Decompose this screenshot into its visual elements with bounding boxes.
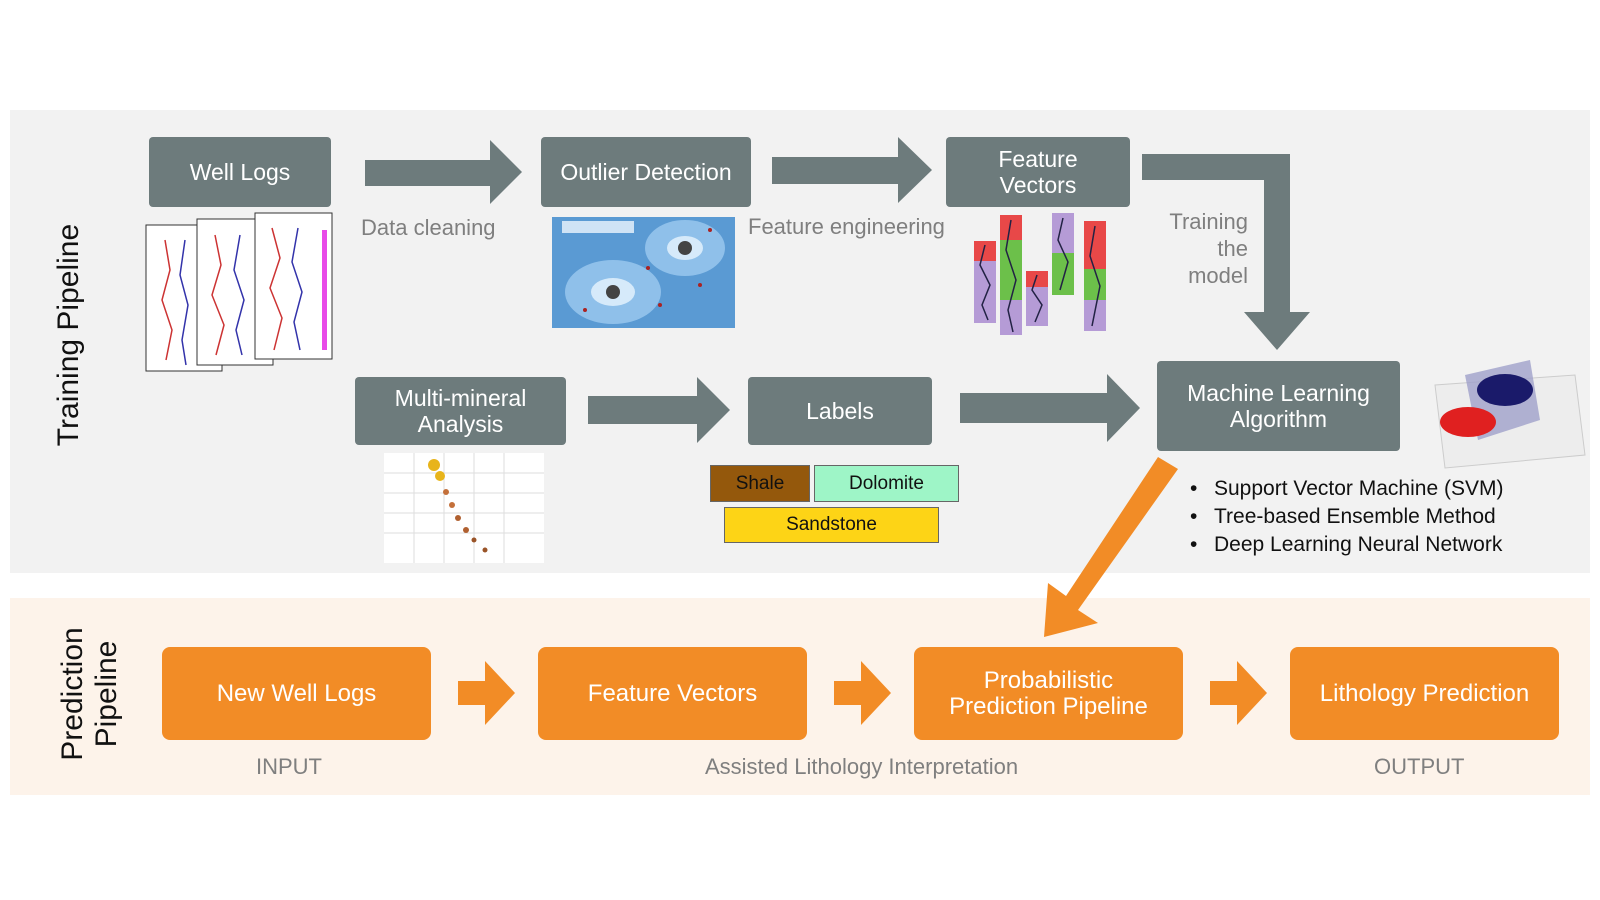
new-well-logs-label: New Well Logs <box>216 679 377 707</box>
prediction-feature-vectors-box: Feature Vectors <box>538 647 807 740</box>
output-caption: OUTPUT <box>1374 754 1465 779</box>
arrow-training-model <box>1142 154 1310 350</box>
outlier-detection-box: Outlier Detection <box>541 137 751 207</box>
probabilistic-pipeline-box: Probabilistic Prediction Pipeline <box>914 647 1183 740</box>
well-logs-label: Well Logs <box>189 159 291 185</box>
multi-mineral-thumbnail <box>384 453 544 563</box>
training-model-line1: Training <box>1169 209 1248 234</box>
labels-box: Labels <box>748 377 932 445</box>
training-model-line3: model <box>1188 263 1248 288</box>
probabilistic-line1: Probabilistic <box>983 666 1114 694</box>
svm-3d-thumbnail <box>1434 360 1586 469</box>
sandstone-label: Sandstone <box>724 507 939 543</box>
algorithm-item: Support Vector Machine (SVM) <box>1188 475 1503 503</box>
training-model-line2: the <box>1217 236 1248 261</box>
ml-algorithm-line1: Machine Learning <box>1187 380 1370 406</box>
new-well-logs-box: New Well Logs <box>162 647 431 740</box>
ml-algorithm-line2: Algorithm <box>1229 406 1328 432</box>
arrow-labels-to-ml <box>960 374 1140 442</box>
feature-vectors-box: Feature Vectors <box>946 137 1130 207</box>
multi-mineral-line1: Multi-mineral <box>394 385 527 411</box>
data-cleaning-caption: Data cleaning <box>361 215 496 240</box>
algorithm-item: Deep Learning Neural Network <box>1188 531 1503 559</box>
feature-vectors-thumbnail <box>974 213 1106 335</box>
arrow-prediction-3 <box>1210 661 1267 725</box>
arrow-data-cleaning <box>365 140 522 204</box>
probabilistic-line2: Prediction Pipeline <box>949 692 1148 720</box>
feature-vectors-line2: Vectors <box>999 172 1077 198</box>
training-model-caption: Training the model <box>1140 208 1248 289</box>
multi-mineral-line2: Analysis <box>417 411 504 437</box>
feature-vectors-line1: Feature <box>998 146 1078 172</box>
arrow-prediction-1 <box>458 661 515 725</box>
assisted-caption: Assisted Lithology Interpretation <box>705 754 1019 779</box>
outlier-detection-thumbnail <box>552 217 735 328</box>
feature-engineering-caption: Feature engineering <box>748 214 945 239</box>
dolomite-label: Dolomite <box>814 465 959 502</box>
arrow-feature-engineering <box>772 137 932 203</box>
arrow-multi-mineral-to-labels <box>588 377 730 443</box>
lithology-prediction-label: Lithology Prediction <box>1319 679 1530 707</box>
outlier-detection-label: Outlier Detection <box>560 159 732 185</box>
well-logs-box: Well Logs <box>149 137 331 207</box>
multi-mineral-box: Multi-mineral Analysis <box>355 377 566 445</box>
lithology-prediction-box: Lithology Prediction <box>1290 647 1559 740</box>
labels-label: Labels <box>806 398 874 424</box>
prediction-feature-vectors-label: Feature Vectors <box>587 679 758 707</box>
shale-label: Shale <box>710 465 810 502</box>
algorithm-item: Tree-based Ensemble Method <box>1188 503 1503 531</box>
arrow-ml-to-prediction <box>1044 457 1178 637</box>
algorithm-list: Support Vector Machine (SVM) Tree-based … <box>1188 475 1503 559</box>
arrow-prediction-2 <box>834 661 891 725</box>
input-caption: INPUT <box>256 754 322 779</box>
ml-algorithm-box: Machine Learning Algorithm <box>1157 361 1400 451</box>
well-logs-thumbnail <box>145 212 333 372</box>
